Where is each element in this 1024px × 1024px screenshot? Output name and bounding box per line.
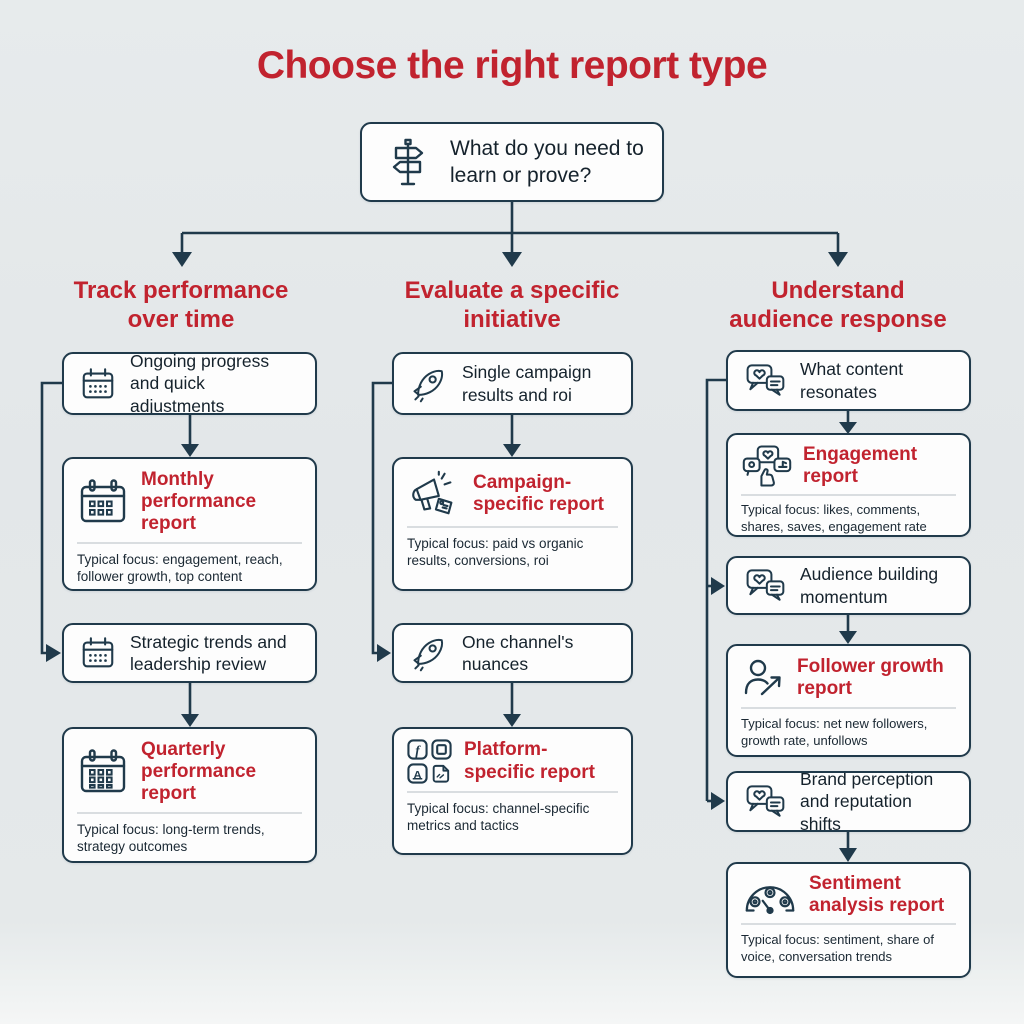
divider xyxy=(407,791,618,793)
connector-col1-elbow xyxy=(40,381,62,655)
arrowhead xyxy=(828,252,848,267)
report-box-monthly-performance: Monthly performance report Typical focus… xyxy=(62,457,317,591)
report-title: Sentiment analysis report xyxy=(809,873,945,917)
document-platform-icon xyxy=(432,764,450,783)
report-box-platform-specific: f A Platform-specific report xyxy=(392,727,633,855)
signpost-icon xyxy=(380,134,436,190)
report-focus: Typical focus: engagement, reach, follow… xyxy=(77,551,283,585)
rocket-icon xyxy=(409,633,449,673)
question-box-ongoing-progress: Ongoing progress and quick adjustments xyxy=(62,352,317,415)
arrowhead xyxy=(46,644,61,662)
rocket-icon xyxy=(409,364,449,404)
question-box-one-channel: One channel's nuances xyxy=(392,623,633,683)
arrowhead xyxy=(839,631,857,644)
sentiment-gauge-icon xyxy=(741,873,799,917)
divider xyxy=(77,542,302,544)
report-title: Campaign-specific report xyxy=(473,471,604,515)
divider xyxy=(407,526,618,528)
report-box-sentiment-analysis: Sentiment analysis report Typical focus:… xyxy=(726,862,971,978)
question-box-strategic-trends: Strategic trends and leadership review xyxy=(62,623,317,683)
question-box-brand-perception: Brand perception and reputation shifts xyxy=(726,771,971,832)
question-label: Single campaign results and roi xyxy=(462,362,592,405)
arrowhead xyxy=(377,644,391,662)
arrowhead xyxy=(181,444,199,457)
engagement-icon xyxy=(741,443,793,489)
report-focus: Typical focus: net new followers, growth… xyxy=(741,715,928,748)
calendar-grid-icon xyxy=(77,746,129,798)
report-box-campaign-specific: Campaign-specific report Typical focus: … xyxy=(392,457,633,591)
report-box-follower-growth: Follower growth report Typical focus: ne… xyxy=(726,644,971,757)
report-focus: Typical focus: sentiment, share of voice… xyxy=(741,931,934,964)
report-title: Follower growth report xyxy=(797,655,944,699)
question-label: Brand perception and reputation shifts xyxy=(800,771,934,832)
arrowhead xyxy=(711,577,725,595)
calendar-dots-icon xyxy=(79,365,117,403)
chat-hearts-icon xyxy=(743,565,787,607)
arrowhead xyxy=(839,848,857,862)
report-focus: Typical focus: paid vs organic results, … xyxy=(407,535,584,569)
connector-col3-elbow xyxy=(705,378,726,801)
follower-growth-icon xyxy=(741,655,787,701)
question-label: What content resonates xyxy=(800,359,904,402)
root-question-label: What do you need to learn or prove? xyxy=(450,136,644,187)
megaphone-tag-icon xyxy=(407,469,461,519)
report-box-engagement: Engagement report Typical focus: likes, … xyxy=(726,433,971,537)
arrowhead xyxy=(181,714,199,727)
column-heading-understand-audience: Understand audience response xyxy=(729,277,947,334)
divider xyxy=(741,707,956,709)
square-platform-icon xyxy=(431,739,452,760)
report-title: Quarterly performance report xyxy=(141,739,257,805)
page-title: Choose the right report type xyxy=(256,44,768,87)
arrowhead xyxy=(503,714,521,727)
column-heading-track-performance: Track performance over time xyxy=(73,277,289,334)
facebook-icon: f xyxy=(407,739,428,760)
decision-root-box: What do you need to learn or prove? xyxy=(360,122,664,202)
report-box-quarterly-performance: Quarterly performance report Typical foc… xyxy=(62,727,317,863)
report-focus: Typical focus: long-term trends, strateg… xyxy=(77,821,265,855)
calendar-dots-icon xyxy=(79,634,117,672)
question-label: One channel's nuances xyxy=(462,631,574,674)
arrowhead xyxy=(503,444,521,457)
platform-grid-icon: f A xyxy=(407,739,452,784)
arrowhead xyxy=(172,252,192,267)
report-focus: Typical focus: likes, comments, shares, … xyxy=(741,501,927,534)
report-focus: Typical focus: channel-specific metrics … xyxy=(407,800,590,834)
report-title: Engagement report xyxy=(803,443,918,487)
question-label: Audience building momentum xyxy=(800,564,939,607)
arrowhead xyxy=(711,792,725,810)
question-box-single-campaign: Single campaign results and roi xyxy=(392,352,633,415)
connector-col2-elbow xyxy=(371,381,392,655)
report-title: Platform-specific report xyxy=(464,739,595,783)
divider xyxy=(741,923,956,925)
chat-hearts-icon xyxy=(743,360,787,402)
svg-text:f: f xyxy=(415,743,421,758)
column-heading-evaluate-initiative: Evaluate a specific initiative xyxy=(404,277,620,334)
question-box-content-resonates: What content resonates xyxy=(726,350,971,411)
chat-hearts-icon xyxy=(743,781,787,823)
calendar-grid-icon xyxy=(77,476,129,528)
report-title: Monthly performance report xyxy=(141,469,257,535)
question-label: Ongoing progress and quick adjustments xyxy=(130,352,270,415)
question-box-audience-momentum: Audience building momentum xyxy=(726,556,971,615)
question-label: Strategic trends and leadership review xyxy=(130,631,287,674)
divider xyxy=(77,812,302,814)
svg-text:A: A xyxy=(413,769,421,781)
letter-a-platform-icon: A xyxy=(407,763,428,784)
divider xyxy=(741,494,956,496)
arrowhead xyxy=(502,252,522,267)
